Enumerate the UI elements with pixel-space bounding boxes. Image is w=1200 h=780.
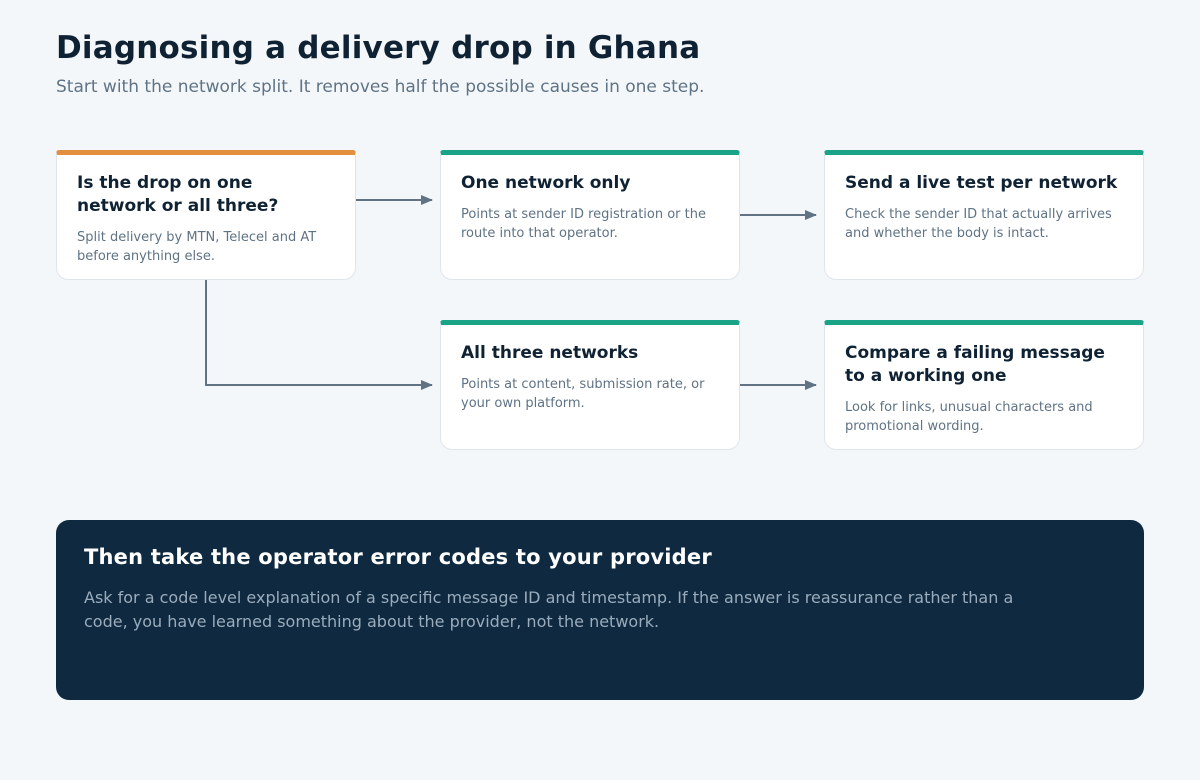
page-subtitle: Start with the network split. It removes… — [56, 77, 705, 97]
card-network-question: Is the drop on one network or all three?… — [56, 150, 356, 280]
card-all-networks: All three networks Points at content, su… — [440, 320, 740, 450]
card-one-network: One network only Points at sender ID reg… — [440, 150, 740, 280]
banner-title: Then take the operator error codes to yo… — [84, 545, 712, 569]
banner-body: Ask for a code level explanation of a sp… — [84, 588, 1014, 631]
card-title: All three networks — [461, 343, 639, 363]
flow-connectors — [205, 195, 817, 390]
card-compare-messages: Compare a failing message to a working o… — [824, 320, 1144, 450]
card-title: One network only — [461, 173, 631, 193]
card-title: Is the drop on one network or all three? — [77, 173, 279, 216]
card-title: Compare a failing message to a working o… — [845, 343, 1105, 386]
arrow-start-to-all-networks — [205, 280, 433, 390]
card-body: Split delivery by MTN, Telecel and AT be… — [77, 230, 317, 264]
card-body: Look for links, unusual characters and p… — [845, 400, 1093, 434]
page-title: Diagnosing a delivery drop in Ghana — [56, 30, 701, 66]
card-title: Send a live test per network — [845, 173, 1118, 193]
next-step-banner: Then take the operator error codes to yo… — [56, 520, 1144, 700]
card-body: Points at content, submission rate, or y… — [461, 377, 705, 411]
card-live-test: Send a live test per network Check the s… — [824, 150, 1144, 280]
card-body: Points at sender ID registration or the … — [461, 207, 706, 241]
card-body: Check the sender ID that actually arrive… — [845, 207, 1112, 241]
